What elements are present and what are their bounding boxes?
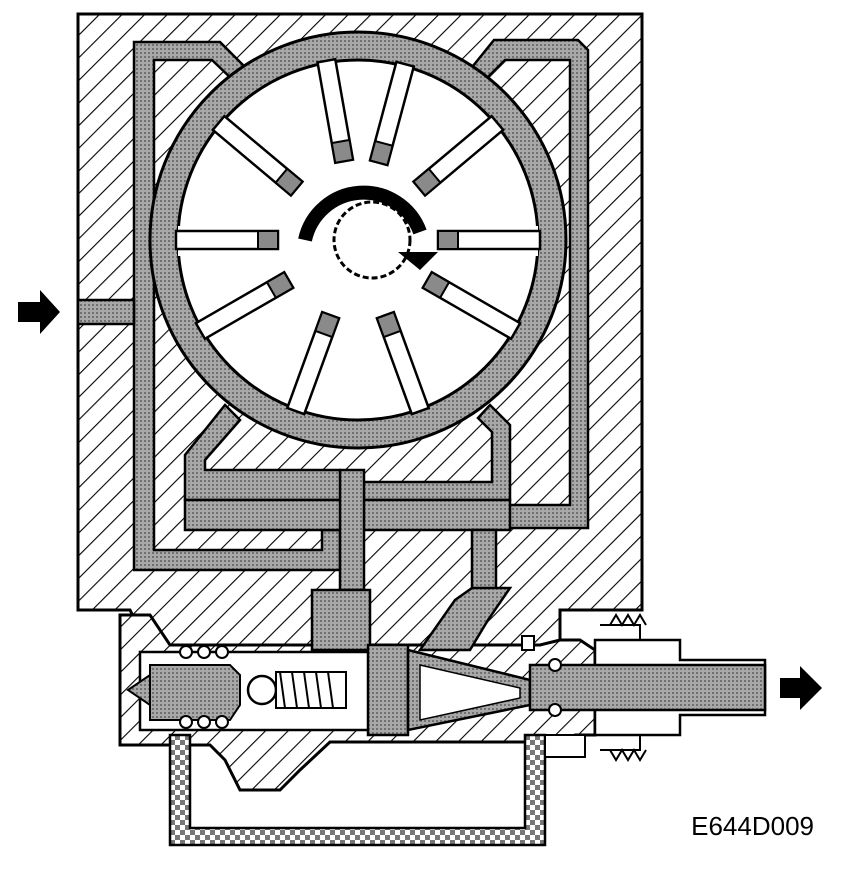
figure-code: E644D009 <box>691 811 814 841</box>
vane <box>194 270 295 341</box>
inlet-arrow <box>18 290 60 334</box>
vane <box>316 57 355 165</box>
vane <box>368 60 416 167</box>
vane <box>211 114 305 198</box>
vane <box>411 114 505 198</box>
vane <box>174 229 280 251</box>
arrow-right-icon <box>780 666 822 710</box>
drive-shaft <box>332 200 412 280</box>
vane <box>436 229 542 251</box>
reservoir <box>168 733 547 847</box>
arrow-right-icon <box>18 290 60 334</box>
outlet-fitting <box>528 613 767 762</box>
relief-valve-assembly <box>126 588 532 737</box>
curved-arrow-clockwise-icon <box>298 185 438 270</box>
plug-details <box>521 635 586 758</box>
vane <box>375 310 431 416</box>
outlet-arrow <box>780 666 822 710</box>
vane <box>285 310 341 416</box>
vane <box>421 270 522 341</box>
rotor-vanes <box>174 57 542 416</box>
